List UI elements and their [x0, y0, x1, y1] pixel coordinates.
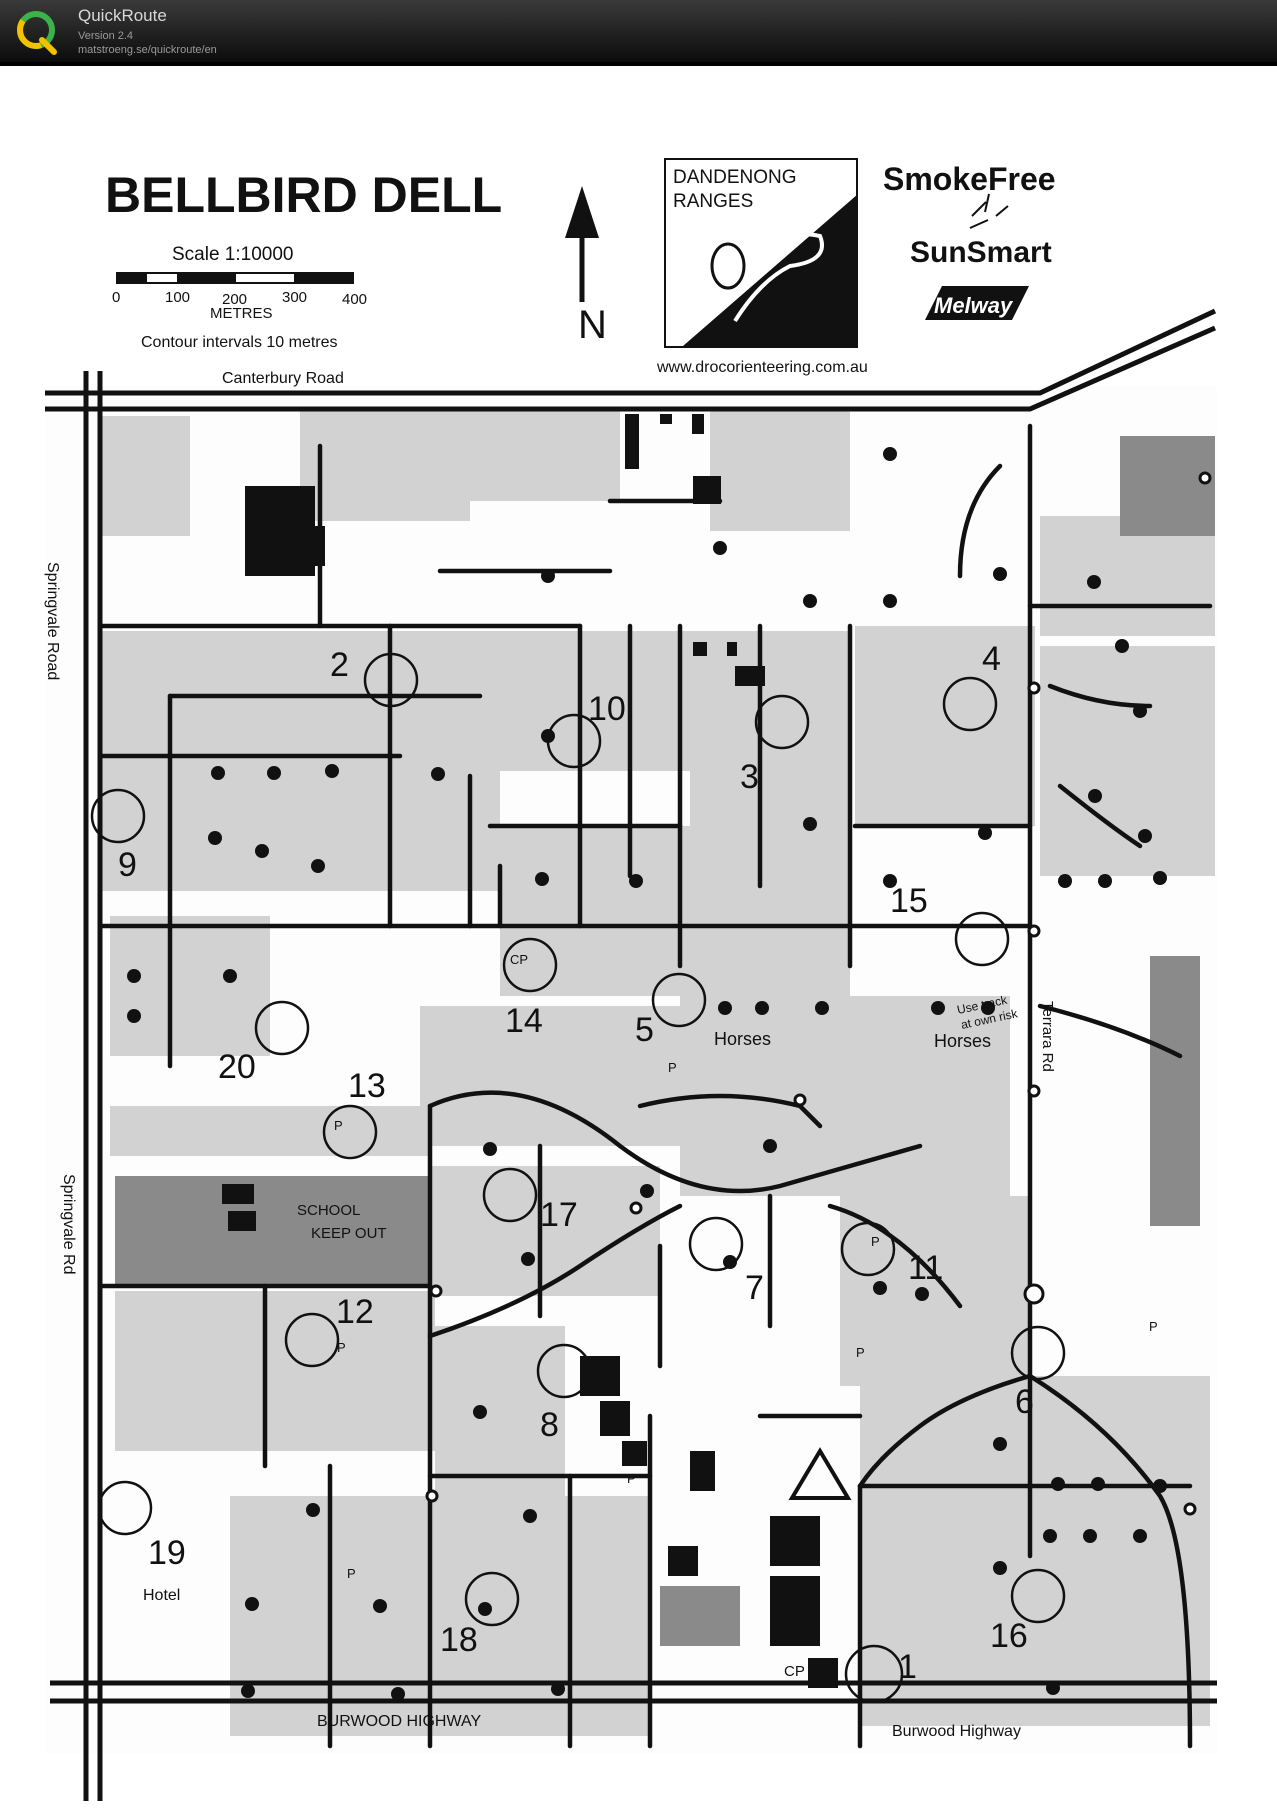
- scale-ticks: 0 100 200 300 400: [112, 289, 367, 308]
- app-name: QuickRoute: [78, 6, 167, 25]
- control-circle-19: [97, 1480, 153, 1536]
- label-parking-8: P: [627, 1471, 636, 1486]
- label-parking-5: P: [668, 1060, 677, 1075]
- label-horses-left: Horses: [714, 1029, 771, 1049]
- control-number-18: 18: [440, 1621, 478, 1659]
- label-carpark-14: CP: [510, 952, 528, 967]
- label-school: SCHOOL: [297, 1202, 360, 1219]
- road-label-canterbury: Canterbury Road: [222, 370, 344, 387]
- control-number-10: 10: [588, 690, 626, 728]
- label-keep-out: KEEP OUT: [311, 1225, 387, 1242]
- svg-text:DANDENONG: DANDENONG: [673, 167, 797, 188]
- road-label-springvale-top: Springvale Road: [44, 562, 61, 680]
- control-circle-10: [546, 713, 602, 769]
- control-circle-17: [482, 1167, 538, 1223]
- scale-label: Scale 1:10000: [172, 244, 294, 265]
- control-number-20: 20: [218, 1048, 256, 1086]
- label-parking-16: P: [1149, 1319, 1158, 1334]
- sponsor-sunsmart: SunSmart: [910, 236, 1052, 269]
- club-url: www.drocorienteering.com.au: [656, 359, 868, 376]
- north-arrow-icon: [565, 186, 599, 302]
- sponsor-smokefree: SmokeFree: [883, 161, 1056, 197]
- control-number-5: 5: [635, 1011, 654, 1049]
- control-number-3: 3: [740, 758, 759, 796]
- road-label-burwood-left: BURWOOD HIGHWAY: [317, 1713, 481, 1730]
- label-parking-school: P: [856, 1345, 865, 1360]
- control-circle-4: [942, 676, 998, 732]
- control-number-9: 9: [118, 846, 137, 884]
- svg-text:200: 200: [222, 291, 247, 308]
- orienteering-map: 1 2 3 4 5 6 7 8 9 10 11 12 13 14 15 16 1…: [44, 158, 1217, 1801]
- app-title-bar: QuickRoute Version 2.4 matstroeng.se/qui…: [0, 0, 1277, 62]
- control-circle-16: [1010, 1568, 1066, 1624]
- sunsmart-sun-icon: [969, 193, 1009, 229]
- map-body: [45, 308, 1217, 1801]
- control-numbers: 1 2 3 4 5 6 7 8 9 10 11 12 13 14 15 16 1…: [118, 640, 1034, 1686]
- label-parking-19: P: [347, 1566, 356, 1581]
- control-number-11: 11: [908, 1249, 943, 1287]
- control-number-6: 6: [1015, 1383, 1034, 1421]
- control-number-19: 19: [148, 1534, 186, 1572]
- control-circle-1: [844, 1644, 904, 1704]
- control-number-17: 17: [540, 1196, 578, 1234]
- control-circle-6: [1010, 1325, 1066, 1381]
- control-circle-12: [284, 1312, 340, 1368]
- control-number-14: 14: [505, 1002, 543, 1040]
- control-circle-2: [363, 652, 419, 708]
- control-circle-5: [651, 972, 707, 1028]
- label-hotel: Hotel: [143, 1587, 180, 1604]
- control-number-16: 16: [990, 1617, 1028, 1655]
- control-circles: [90, 652, 1066, 1704]
- control-number-12: 12: [336, 1293, 374, 1331]
- quickroute-logo-icon: [17, 11, 57, 55]
- svg-text:300: 300: [282, 289, 307, 306]
- label-parking-11: P: [871, 1234, 880, 1249]
- control-circle-18: [464, 1571, 520, 1627]
- label-parking-12: P: [337, 1340, 346, 1355]
- app-url[interactable]: matstroeng.se/quickroute/en: [78, 44, 217, 56]
- control-number-7: 7: [745, 1269, 764, 1307]
- road-label-burwood-right: Burwood Highway: [892, 1723, 1021, 1740]
- control-number-1: 1: [898, 1648, 917, 1686]
- app-version: Version 2.4: [78, 30, 134, 42]
- control-circle-9: [90, 788, 146, 844]
- control-number-13: 13: [348, 1067, 386, 1105]
- label-parking-13: P: [334, 1118, 343, 1133]
- control-circle-13: [322, 1104, 378, 1160]
- club-logo: DANDENONG RANGES: [664, 158, 858, 348]
- road-label-terrara: Terrara Rd: [1039, 1001, 1056, 1072]
- north-label: N: [578, 303, 607, 347]
- control-number-2: 2: [330, 646, 349, 684]
- sponsor-melway-badge: Melway: [925, 286, 1029, 320]
- orienteering-map-sheet: 1 2 3 4 5 6 7 8 9 10 11 12 13 14 15 16 1…: [0, 66, 1277, 1819]
- control-circle-20: [254, 1000, 310, 1056]
- control-circle-8: [536, 1343, 592, 1399]
- control-number-4: 4: [982, 640, 1001, 678]
- control-circle-14: [502, 937, 558, 993]
- svg-text:RANGES: RANGES: [673, 191, 753, 212]
- control-number-8: 8: [540, 1406, 559, 1444]
- map-title: BELLBIRD DELL: [105, 167, 502, 223]
- svg-text:100: 100: [165, 289, 190, 306]
- label-horses-right: Horses: [934, 1031, 991, 1051]
- control-circle-11: [840, 1221, 896, 1277]
- control-circle-3: [754, 694, 810, 750]
- svg-text:400: 400: [342, 291, 367, 308]
- control-circle-15: [954, 911, 1010, 967]
- control-circle-7: [688, 1216, 744, 1272]
- scale-unit: METRES: [210, 305, 273, 322]
- svg-text:0: 0: [112, 289, 120, 306]
- control-number-15: 15: [890, 882, 928, 920]
- label-carpark-south: CP: [784, 1663, 805, 1680]
- svg-text:Melway: Melway: [934, 293, 1014, 318]
- contour-note: Contour intervals 10 metres: [141, 334, 338, 351]
- scale-bar: [116, 272, 354, 284]
- road-label-springvale-bottom: Springvale Rd: [60, 1174, 77, 1275]
- start-triangle: [788, 1447, 852, 1500]
